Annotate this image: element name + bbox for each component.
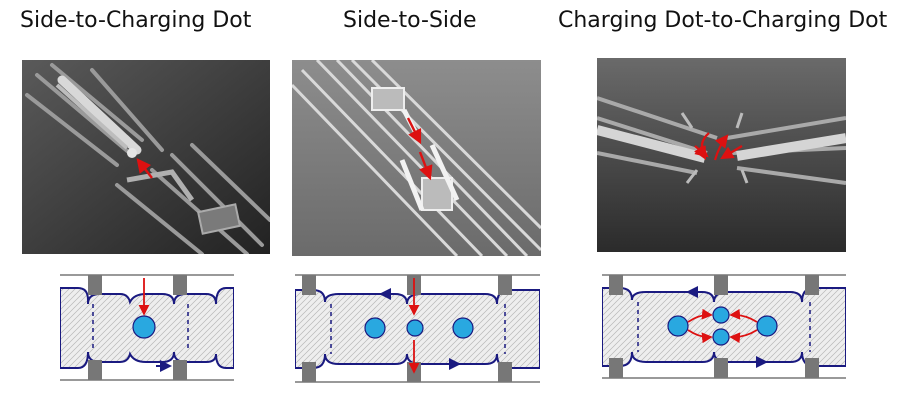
schematic-side-to-charging-dot — [60, 274, 234, 382]
schematic-dot-to-dot — [602, 274, 846, 380]
schematic-side-to-side — [295, 274, 540, 384]
title-side-to-charging-dot: Side-to-Charging Dot — [20, 8, 251, 33]
title-side-to-side: Side-to-Side — [343, 8, 477, 33]
sem-image-side-to-charging-dot — [22, 60, 270, 254]
title-dot-to-dot: Charging Dot-to-Charging Dot — [558, 8, 887, 33]
sem-image-dot-to-dot — [597, 58, 846, 252]
sem-image-side-to-side — [292, 60, 541, 256]
